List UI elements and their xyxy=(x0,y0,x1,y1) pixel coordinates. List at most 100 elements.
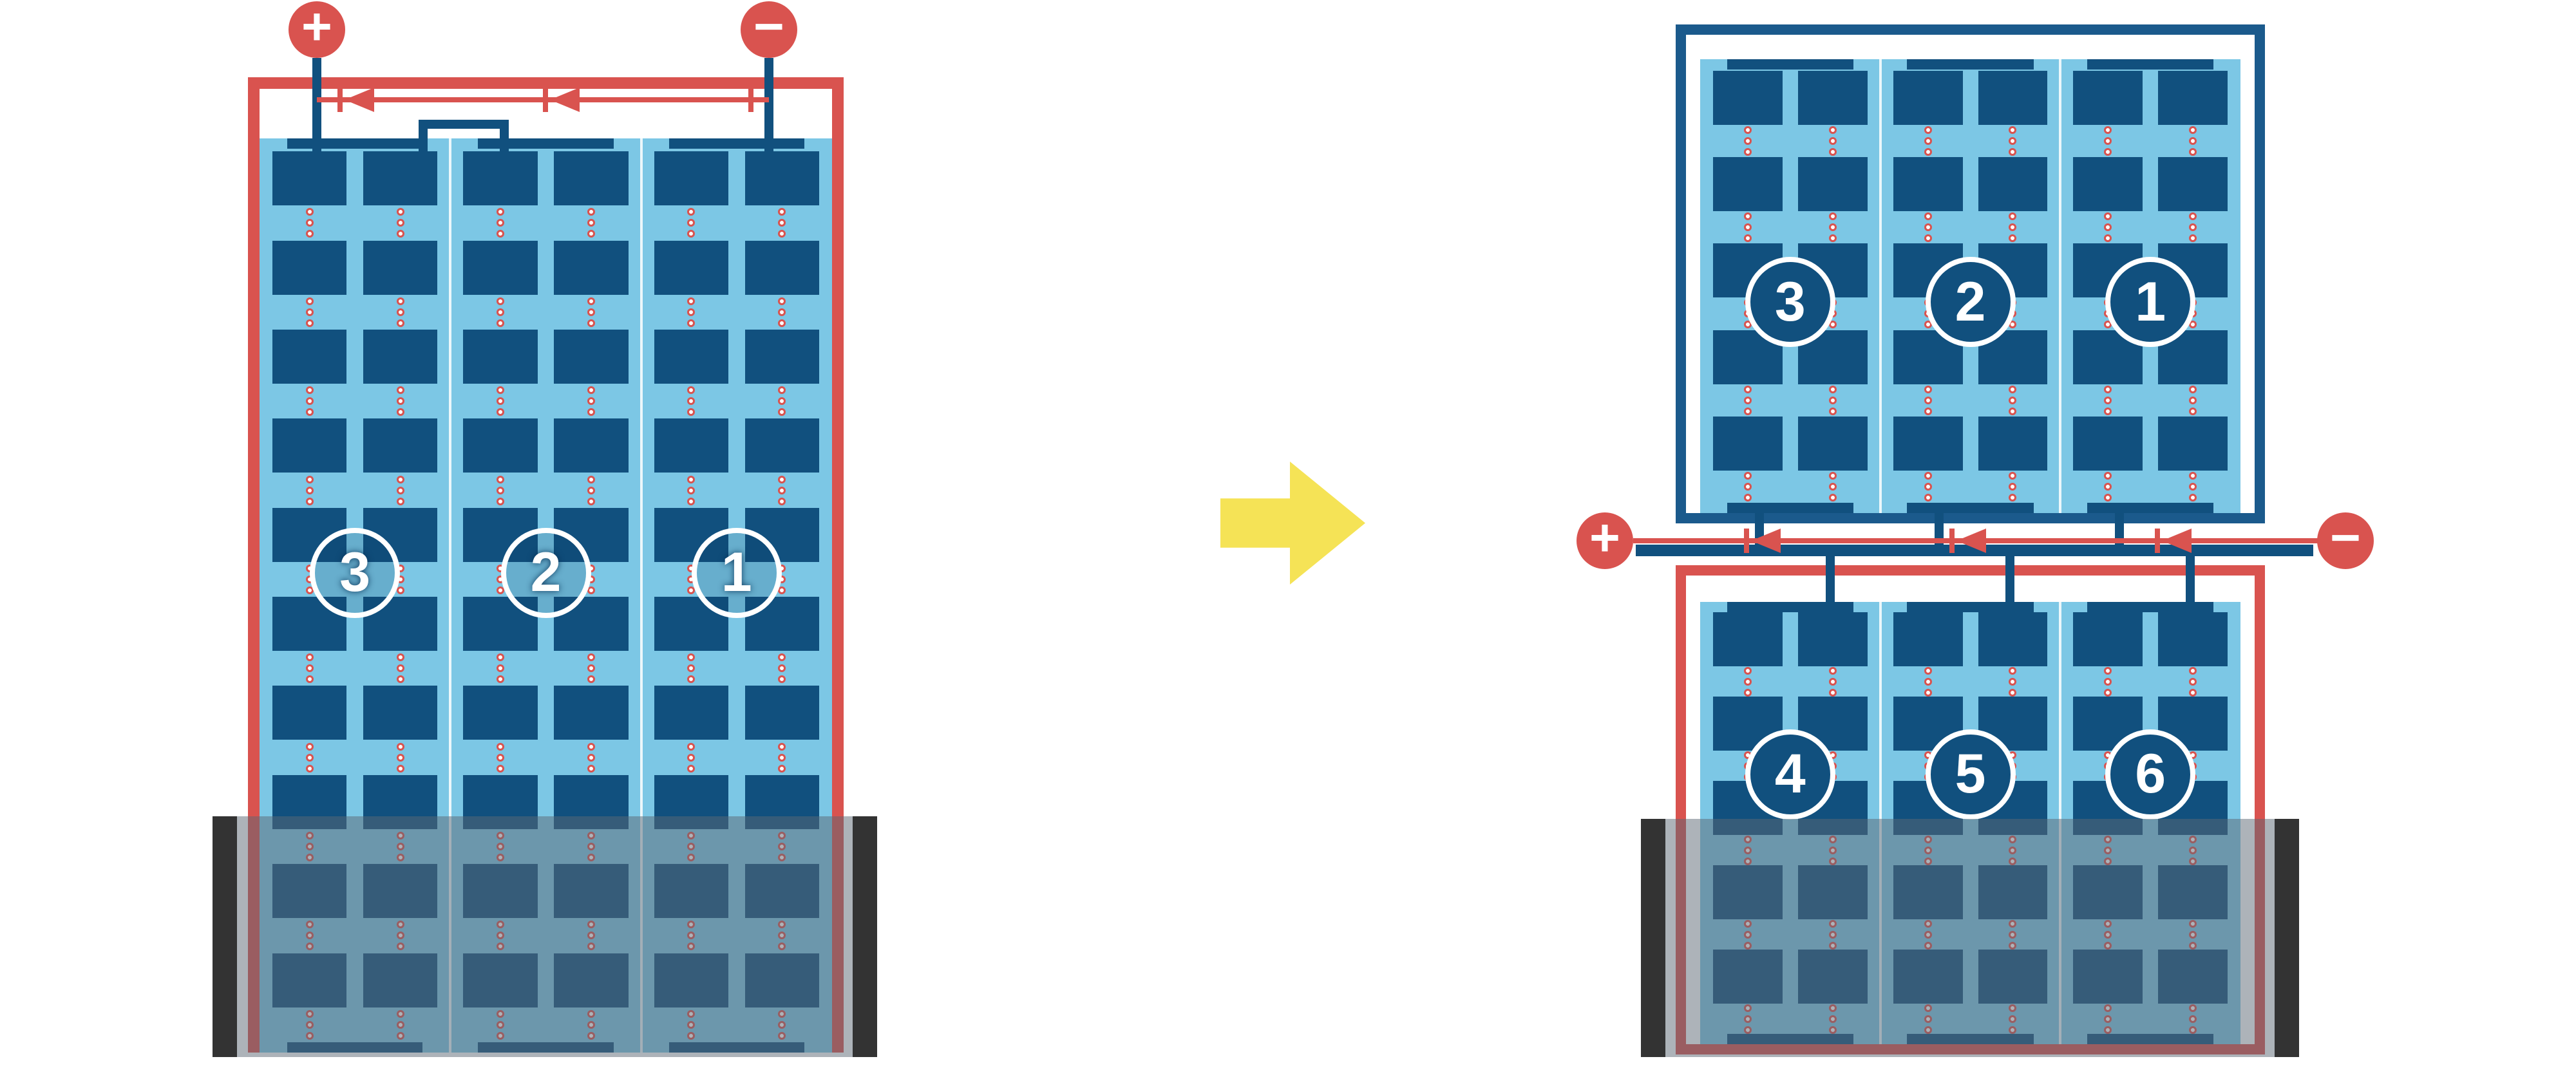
dot-cluster xyxy=(2073,471,2143,501)
solder-dot xyxy=(396,764,404,773)
solder-dot xyxy=(2104,212,2112,221)
bus-up-stub xyxy=(1935,505,1944,545)
cell-group-number: 3 xyxy=(1745,257,1835,348)
dot-cluster xyxy=(363,653,437,684)
dot-cluster xyxy=(463,208,537,238)
solder-dot xyxy=(778,297,786,305)
dot-cluster xyxy=(463,386,537,417)
battery-cell xyxy=(744,418,819,473)
cell-row xyxy=(272,686,438,740)
solder-dot xyxy=(2104,471,2112,480)
dot-cluster xyxy=(1798,385,1868,415)
solder-dot xyxy=(2104,677,2112,686)
cell-row xyxy=(2073,612,2228,667)
battery-cell xyxy=(1797,157,1868,212)
string-connector-bar xyxy=(2087,59,2214,70)
solder-dot xyxy=(587,675,595,684)
battery-cell xyxy=(1978,157,2048,212)
solder-dot xyxy=(1743,493,1752,501)
positive-terminal-icon: + xyxy=(289,1,345,58)
battery-cell xyxy=(272,329,347,384)
cell-row xyxy=(463,151,629,206)
battery-cell xyxy=(2158,612,2228,667)
solder-dot xyxy=(687,742,696,751)
solder-dot xyxy=(2009,148,2017,156)
solder-dot xyxy=(305,386,314,395)
arrow-right-icon xyxy=(1220,462,1365,585)
dot-cluster xyxy=(745,742,819,773)
solder-dot xyxy=(1828,396,1837,404)
solder-dot xyxy=(778,208,786,216)
dot-row xyxy=(1893,385,2048,415)
solder-dot xyxy=(1828,126,1837,135)
dot-cluster xyxy=(654,653,728,684)
solder-dot xyxy=(497,386,504,395)
solder-dot xyxy=(687,297,696,305)
solder-dot xyxy=(1743,385,1752,393)
solder-dot xyxy=(2189,493,2197,501)
battery-cell xyxy=(272,686,347,740)
solder-dot xyxy=(1743,471,1752,480)
cell-row xyxy=(2073,157,2228,212)
battery-cell xyxy=(363,686,438,740)
dot-cluster xyxy=(363,208,437,238)
cell-row xyxy=(1893,416,2048,471)
solder-dot xyxy=(305,486,314,494)
cell-group-number: 4 xyxy=(1745,729,1835,820)
solder-dot xyxy=(497,408,504,417)
dot-cluster xyxy=(1978,666,2048,697)
dot-cluster xyxy=(554,653,628,684)
battery-cell xyxy=(1713,71,1783,126)
negative-terminal-icon: − xyxy=(741,1,797,58)
battery-cell xyxy=(554,329,629,384)
cell-row xyxy=(654,151,819,206)
solder-dot xyxy=(497,497,504,505)
dot-cluster xyxy=(1978,471,2048,501)
dot-cluster xyxy=(745,475,819,505)
cell-row xyxy=(654,686,819,740)
cell-row xyxy=(654,418,819,473)
solder-dot xyxy=(2189,482,2197,491)
solder-dot xyxy=(1743,212,1752,221)
solder-dot xyxy=(687,753,696,762)
solder-dot xyxy=(687,664,696,673)
column-separator xyxy=(639,138,643,1053)
cell-row xyxy=(272,240,438,295)
battery-cell xyxy=(554,686,629,740)
dot-cluster xyxy=(363,386,437,417)
dot-cluster xyxy=(1893,212,1963,243)
battery-cell xyxy=(654,151,728,206)
battery-cell xyxy=(2073,71,2143,126)
dot-row xyxy=(463,653,628,684)
solder-dot xyxy=(2189,234,2197,243)
solder-dot xyxy=(778,653,786,662)
cell-row xyxy=(1893,157,2048,212)
solder-dot xyxy=(396,653,404,662)
dot-row xyxy=(2073,471,2228,501)
submerged-zone-overlay xyxy=(1641,819,2299,1057)
solder-dot xyxy=(778,764,786,773)
dot-cluster xyxy=(1713,471,1783,501)
dot-cluster xyxy=(2158,385,2228,415)
solder-dot xyxy=(497,230,504,238)
bus-up-stub xyxy=(2115,505,2124,545)
solder-dot xyxy=(1828,234,1837,243)
solder-dot xyxy=(497,653,504,662)
solder-dot xyxy=(587,219,595,227)
dot-row xyxy=(654,653,819,684)
battery-cell xyxy=(554,418,629,473)
dot-cluster xyxy=(1798,666,1868,697)
battery-cell xyxy=(744,686,819,740)
solder-dot xyxy=(396,219,404,227)
dot-row xyxy=(1713,666,1868,697)
solder-dot xyxy=(587,586,595,594)
bus-up-stub xyxy=(1755,505,1764,545)
dot-cluster xyxy=(1798,126,1868,156)
solder-dot xyxy=(396,742,404,751)
dot-cluster xyxy=(654,386,728,417)
battery-cell xyxy=(463,240,538,295)
solder-dot xyxy=(497,319,504,327)
dot-cluster xyxy=(1713,126,1783,156)
battery-cell xyxy=(1893,612,1963,667)
